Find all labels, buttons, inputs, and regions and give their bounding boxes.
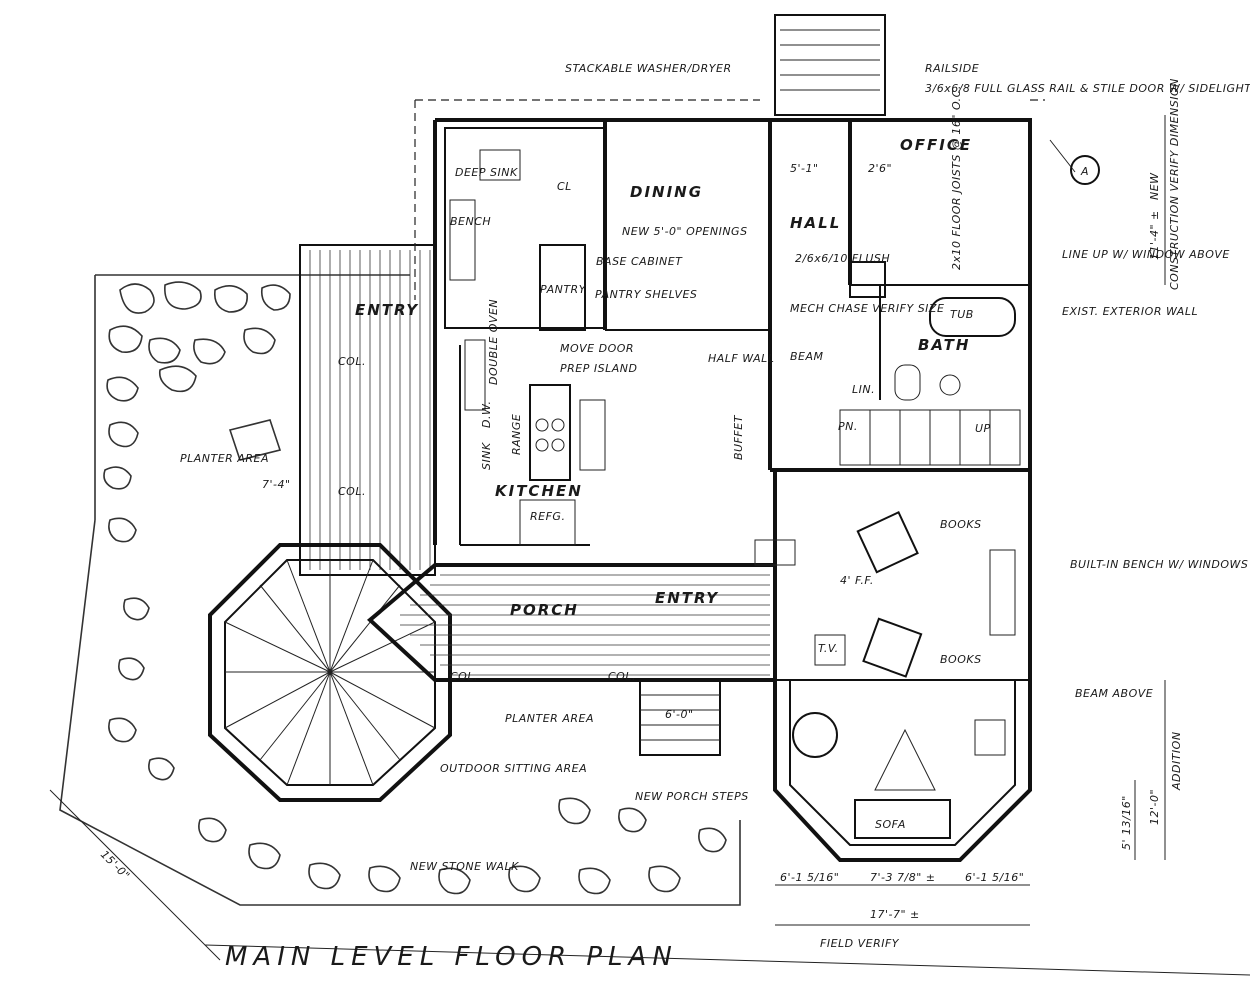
note-beam: BEAM: [790, 350, 824, 363]
room-label-dining: DINING: [630, 183, 703, 201]
note-column-4: COL.: [608, 670, 636, 683]
note-range: RANGE: [510, 414, 523, 455]
note-new-porch-steps: NEW PORCH STEPS: [635, 790, 749, 803]
note-linen: LIN.: [852, 383, 875, 396]
note-closet: CL: [557, 180, 572, 193]
note-floor-joists: 2x10 FLOOR JOISTS @ 16" O.C.: [950, 85, 963, 270]
note-double-oven: DOUBLE OVEN: [487, 299, 500, 385]
room-label-kitchen: KITCHEN: [495, 482, 583, 500]
dim-bottom-left: 6'-1 5/16": [780, 871, 839, 884]
note-addition: ADDITION: [1170, 731, 1183, 791]
octagon-sitting-area: [208, 543, 452, 802]
note-dishwasher: D.W.: [480, 401, 493, 428]
note-tv: T.V.: [818, 642, 839, 655]
note-sofa: SOFA: [875, 818, 906, 831]
room-label-entry-porch: ENTRY: [655, 589, 719, 607]
section-marker-letter: A: [1080, 165, 1089, 178]
room-label-hall: HALL: [790, 214, 841, 232]
note-sink: SINK: [480, 442, 493, 470]
dim-2-6: 2'6": [868, 162, 892, 175]
dim-15-0: 15'-0": [98, 848, 133, 883]
note-construction-verify: CONSTRUCTION VERIFY DIMENSION: [1168, 78, 1181, 290]
room-label-office: OFFICE: [900, 136, 972, 154]
note-refrigerator: REFG.: [530, 510, 565, 523]
note-bench: BENCH: [450, 215, 491, 228]
dim-bottom-right: 6'-1 5/16": [965, 871, 1024, 884]
dim-overall: 17'-7" ±: [870, 908, 920, 921]
note-pantry-nook: PN.: [838, 420, 858, 433]
dim-11-4: 11'-4" ±: [1148, 210, 1161, 260]
note-base-cabinet: BASE CABINET: [596, 255, 683, 268]
note-mech-chase: MECH CHASE VERIFY SIZE: [790, 302, 944, 315]
note-deep-sink: DEEP SINK: [455, 166, 518, 179]
note-flush-door: 2/6x6/10 FLUSH: [795, 252, 890, 265]
note-pantry-shelves: PANTRY SHELVES: [595, 288, 697, 301]
note-books-bottom: BOOKS: [940, 653, 982, 666]
note-books-top: BOOKS: [940, 518, 982, 531]
stone-planter-area: [59, 274, 741, 906]
dim-bottom-mid: 7'-3 7/8" ±: [870, 871, 935, 884]
note-glass-door: 3/6x6/8 FULL GLASS RAIL & STILE DOOR W/ …: [925, 82, 1250, 95]
note-buffet: BUFFET: [732, 414, 745, 460]
dim-5-13-16: 5' 13/16": [1120, 795, 1133, 850]
note-builtin-bench: BUILT-IN BENCH W/ WINDOWS ABOVE: [1070, 558, 1250, 571]
room-label-porch: PORCH: [510, 601, 579, 619]
note-half-wall: HALF WALL: [708, 352, 774, 365]
note-outdoor-sitting: OUTDOOR SITTING AREA: [440, 762, 587, 775]
note-existing-wall: EXIST. EXTERIOR WALL: [1062, 305, 1198, 318]
kitchen-fixtures: [464, 339, 606, 546]
note-planter-area-left: PLANTER AREA: [180, 452, 269, 465]
note-stair-up: UP: [975, 422, 991, 435]
dimension-lines: [49, 115, 1250, 976]
note-tub: TUB: [950, 308, 974, 321]
room-label-entry-deck: ENTRY: [355, 301, 419, 319]
note-new-openings: NEW 5'-0" OPENINGS: [622, 225, 748, 238]
note-new-stone-walk: NEW STONE WALK: [410, 860, 519, 873]
label-pantry: PANTRY: [540, 283, 587, 296]
note-field-verify: FIELD VERIFY: [820, 937, 900, 950]
note-column-3: COL.: [450, 670, 478, 683]
note-move-door: MOVE DOOR: [560, 342, 634, 355]
note-column-1: COL.: [338, 355, 366, 368]
dim-12-0: 12'-0": [1148, 789, 1161, 825]
dim-5-1: 5'-1": [790, 162, 819, 175]
note-washer-dryer: STACKABLE WASHER/DRYER: [565, 62, 732, 75]
living-furniture: [754, 511, 1016, 839]
porch: [366, 563, 777, 756]
dim-4-ff: 4' F.F.: [840, 574, 874, 587]
note-line-up-window: LINE UP W/ WINDOW ABOVE: [1062, 248, 1230, 261]
note-new: NEW: [1148, 172, 1161, 200]
drawing-title: MAIN LEVEL FLOOR PLAN: [225, 942, 678, 972]
note-railside: RAILSIDE: [925, 62, 979, 75]
section-marker: [1070, 155, 1100, 185]
note-prep-island: PREP ISLAND: [560, 362, 637, 375]
dim-7-4: 7'-4": [262, 478, 291, 491]
house-walls: [414, 14, 1045, 862]
entry-deck: [299, 244, 436, 576]
note-column-2: COL.: [338, 485, 366, 498]
note-beam-above: BEAM ABOVE: [1075, 687, 1153, 700]
note-planter-area-right: PLANTER AREA: [505, 712, 594, 725]
room-label-bath: BATH: [918, 336, 970, 354]
dim-6-0: 6'-0": [665, 708, 694, 721]
